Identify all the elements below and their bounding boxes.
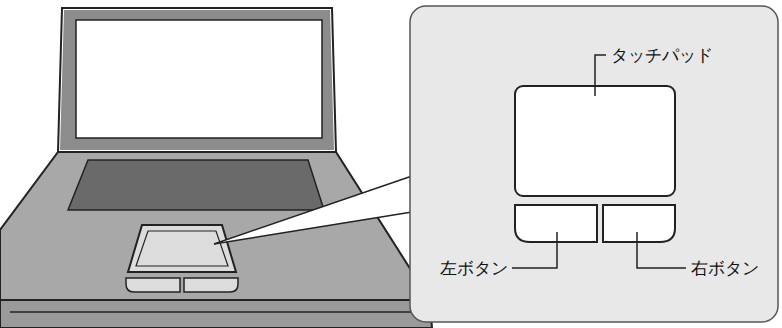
part-label: 左ボタン (438, 258, 510, 278)
callout-panel (410, 6, 778, 322)
callout-line (214, 176, 412, 244)
left-button-small (126, 278, 180, 292)
front-edge (0, 300, 432, 328)
laptop-body (0, 152, 430, 300)
part-label: タッチパッド (609, 45, 715, 65)
lid (58, 8, 336, 152)
touchpad (515, 86, 675, 196)
part-label: 右ボタン (689, 258, 761, 278)
touchpad-small-inner (136, 231, 228, 266)
callout-line (214, 212, 412, 244)
lid-frame (60, 10, 334, 150)
left-button (515, 205, 597, 242)
right-button-small (184, 278, 238, 292)
touchpad-small (128, 225, 236, 272)
leader-line (637, 232, 686, 268)
edge-line (10, 311, 425, 313)
screen (76, 20, 322, 138)
right-button (603, 205, 675, 242)
keyboard (68, 160, 324, 210)
leader-line (595, 55, 606, 96)
leader-line (512, 232, 557, 268)
callout-wedge (214, 176, 412, 244)
